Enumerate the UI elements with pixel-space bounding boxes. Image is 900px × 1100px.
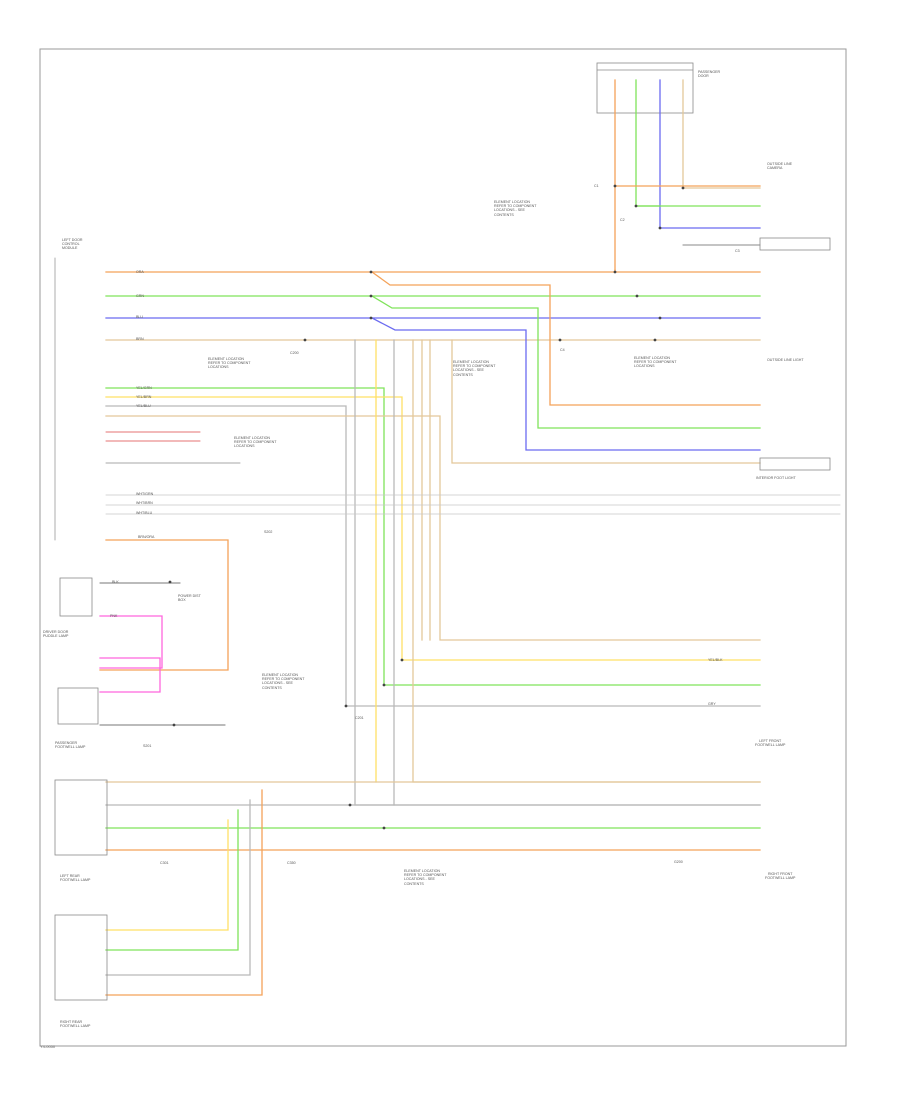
camera-ground-box (759, 237, 831, 251)
splice-layer (168, 184, 685, 830)
splice-dot (613, 184, 617, 188)
diagram-frame (39, 48, 847, 1047)
connector-c2: C2 (620, 218, 625, 222)
wire-label-brn-ora: BRN/ORA (138, 535, 155, 539)
left-door-module-label: LEFT DOOR CONTROL MODULE (62, 238, 83, 251)
power-dist-label: POWER DIST BOX (178, 594, 201, 603)
connector-c350: C350 (287, 861, 296, 865)
wire-pnk-b (99, 657, 161, 693)
wire-top-green (635, 79, 661, 207)
wire-label-blu: BLU (136, 315, 143, 319)
wire-label-yel-blk: YEL/BLK (708, 658, 723, 662)
outside-line-light-label: OUTSIDE LINE LIGHT (767, 358, 804, 362)
note-element-location-3: ELEMENT LOCATION REFER TO COMPONENT LOCA… (453, 360, 496, 377)
top-connector-block (596, 62, 694, 114)
wire-label-yel-blu: YEL/BLU (136, 404, 151, 408)
splice-dot (681, 186, 685, 190)
splice-dot (635, 294, 639, 298)
wire-label-pnk: PNK (110, 614, 118, 618)
splice-dot (613, 270, 617, 274)
outside-line-camera-label: OUTSIDE LINE CAMERA (767, 162, 792, 171)
wire-rear-right-gray (105, 799, 251, 976)
wire-branch-blue (371, 317, 761, 451)
wire-label-wht-grn: WHT/GRN (136, 492, 154, 496)
wire-rear-right-yellow (105, 819, 229, 931)
driver-door-puddle-lamp-label: DRIVER DOOR PUDDLE LAMP (43, 630, 69, 639)
wire-label-gry: GRY (708, 702, 716, 706)
wire-yel-brn (105, 396, 761, 661)
wire-rear-right-green (105, 809, 239, 951)
connector-s202: S202 (264, 530, 273, 534)
wire-label-grn: GRN (136, 294, 144, 298)
splice-dot (168, 580, 172, 584)
wire-gray-down (354, 339, 761, 806)
wire-tan-down-b (412, 339, 761, 783)
interior-foot-ground-box (759, 457, 831, 471)
wire-label-brn: BRN (136, 337, 144, 341)
splice-dot (634, 204, 638, 208)
connector-g200: G200 (674, 860, 683, 864)
wire-branch-green (371, 295, 761, 429)
connector-c4: C4 (560, 348, 565, 352)
driver-door-puddle-lamp-box (59, 577, 93, 617)
splice-dot (172, 723, 176, 727)
splice-dot (303, 338, 307, 342)
splice-dot (369, 270, 373, 274)
wire-label-blk: BLK (112, 580, 119, 584)
wire-rear-right-orange (105, 789, 263, 996)
wire-top-tan (682, 79, 761, 189)
right-rear-footwell-lamp-box (54, 914, 108, 1001)
splice-dot (382, 683, 386, 687)
note-element-location-6: ELEMENT LOCATION REFER TO COMPONENT LOCA… (404, 869, 447, 886)
splice-dot (558, 338, 562, 342)
wire-yel-grn (105, 387, 761, 686)
passenger-footwell-lamp-box (57, 687, 99, 725)
note-element-location-2: ELEMENT LOCATION REFER TO COMPONENT LOCA… (208, 357, 251, 370)
splice-dot (658, 316, 662, 320)
connector-c1: C1 (594, 184, 599, 188)
diagram-code: Y4-0050 (40, 1044, 56, 1049)
left-rear-light-label: LEFT REAR FOOTWELL LAMP (60, 874, 91, 883)
note-element-location-1: ELEMENT LOCATION REFER TO COMPONENT LOCA… (494, 200, 537, 217)
connector-c201: C201 (355, 716, 364, 720)
interior-foot-light-label: INTERIOR FOOT LIGHT (756, 476, 796, 480)
splice-dot (658, 226, 662, 230)
wire-label-ora: ORA (136, 270, 144, 274)
wire-gnd-tan (105, 415, 761, 641)
wire-yel-blu (105, 405, 761, 707)
left-front-light-label: LEFT FRONT FOOTWELL LAMP (755, 739, 786, 748)
note-element-location-5: ELEMENT LOCATION REFER TO COMPONENT LOCA… (262, 673, 305, 690)
connector-c3: C3 (735, 249, 740, 253)
connector-s201: S201 (143, 744, 152, 748)
splice-dot (344, 704, 348, 708)
wire-brn-ora (99, 539, 229, 671)
wire-layer (54, 79, 841, 996)
left-rear-footwell-lamp-box (54, 779, 108, 856)
splice-dot (369, 316, 373, 320)
wire-label-yel-grn: YEL/GRN (136, 386, 152, 390)
connector-c200: C200 (290, 351, 299, 355)
connector-c301: C301 (160, 861, 169, 865)
splice-dot (369, 294, 373, 298)
note-element-location-4: ELEMENT LOCATION REFER TO COMPONENT LOCA… (634, 356, 677, 369)
top-connector-label: PASSENGER DOOR (698, 70, 721, 79)
splice-dot (400, 658, 404, 662)
wire-label-wht-blu: WHT/BLU (136, 511, 153, 515)
wire-label-yel-brn: YEL/BRN (136, 395, 152, 399)
splice-dot (382, 826, 386, 830)
right-rear-light-label: RIGHT REAR FOOTWELL LAMP (60, 1020, 91, 1029)
wire-pnk-a (99, 615, 163, 669)
wire-branch-tan (451, 339, 761, 464)
splice-dot (653, 338, 657, 342)
note-element-location-7: ELEMENT LOCATION REFER TO COMPONENT LOCA… (234, 436, 277, 449)
wire-branch-orange (371, 271, 761, 406)
component-layer (54, 237, 831, 1001)
passenger-footwell-lamp-label: PASSENGER FOOTWELL LAMP (55, 741, 86, 750)
wire-label-wht-brn: WHT/BRN (136, 501, 153, 505)
splice-dot (348, 803, 352, 807)
right-front-light-label: RIGHT FRONT FOOTWELL LAMP (765, 872, 796, 881)
